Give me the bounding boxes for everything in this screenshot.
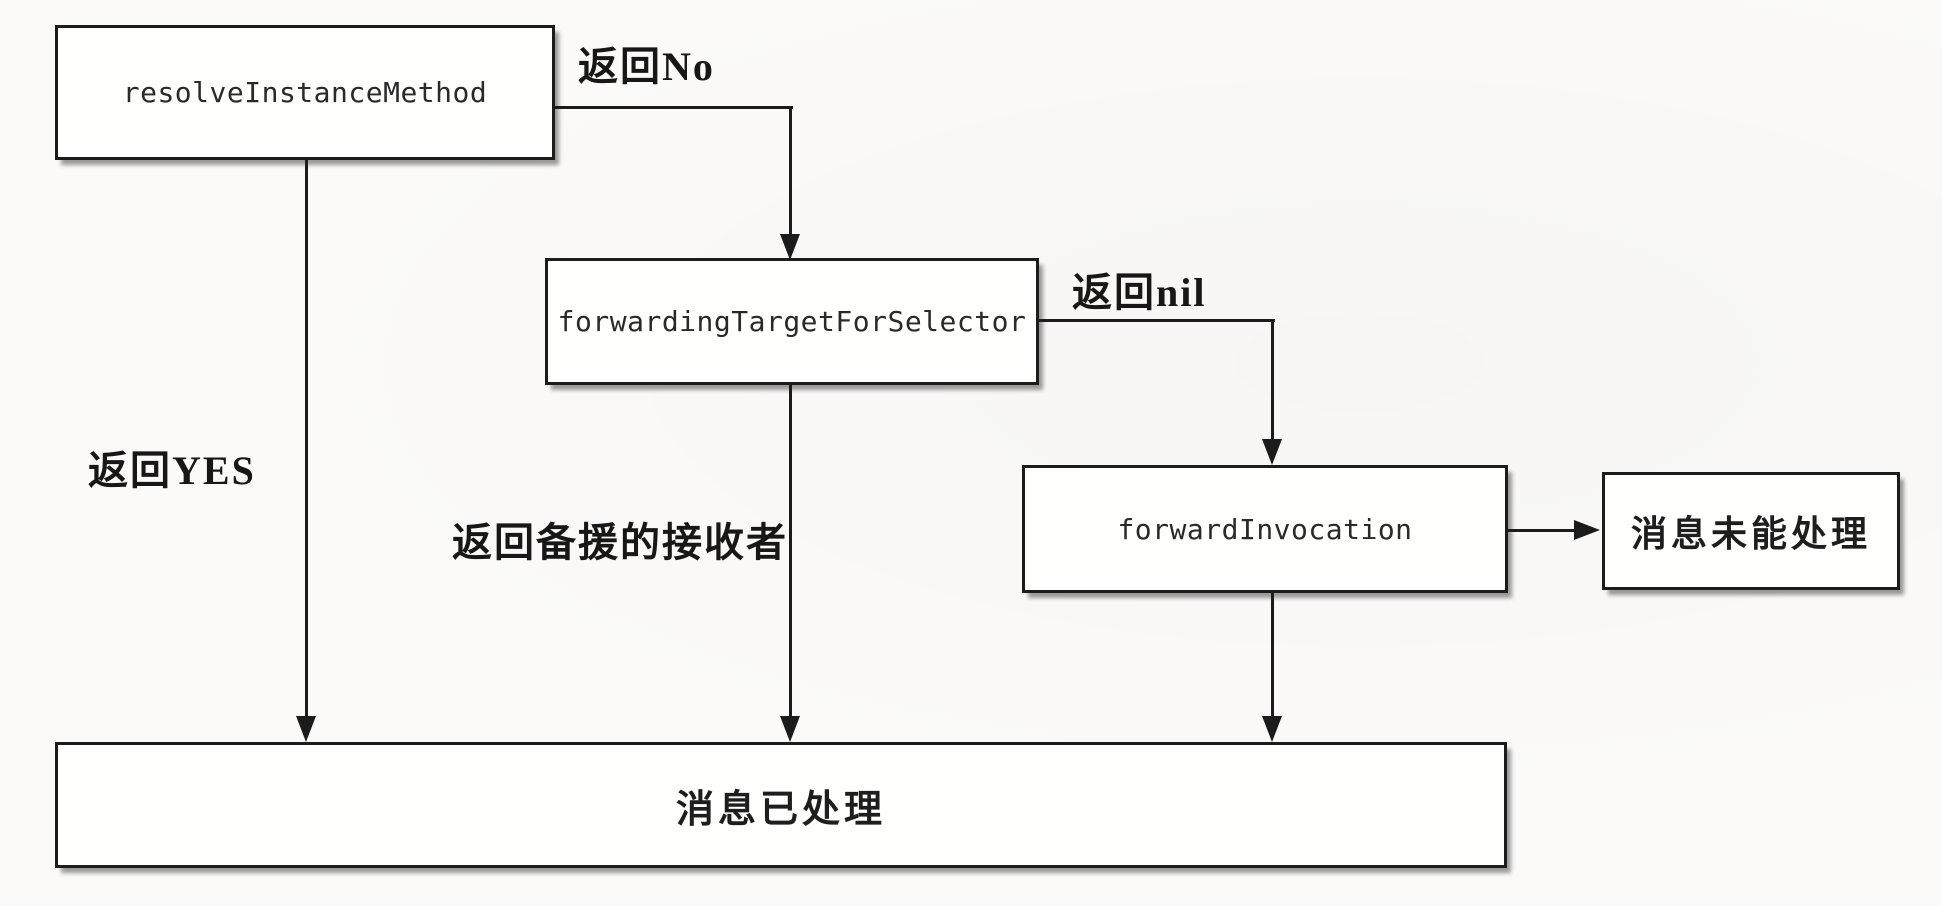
edge-return-yes-arrowhead-icon bbox=[296, 716, 316, 742]
edge-return-nil-arrowhead-icon bbox=[1262, 439, 1282, 465]
edge-return-no-vertical-line bbox=[789, 106, 792, 238]
edge-return-nil-horizontal-line bbox=[1037, 319, 1275, 322]
node-message-not-handled-label: 消息未能处理 bbox=[1630, 514, 1871, 554]
node-message-handled: 消息已处理 bbox=[55, 742, 1507, 868]
edge-label-return-nil: 返回nil bbox=[1072, 270, 1207, 315]
node-resolve-instance-method-label: resolveInstanceMethod bbox=[122, 76, 488, 109]
edge-forward-invocation-down-arrowhead-icon bbox=[1262, 716, 1282, 742]
node-message-handled-label: 消息已处理 bbox=[675, 788, 886, 831]
edge-label-return-yes: 返回YES bbox=[88, 448, 256, 493]
node-forward-invocation: forwardInvocation bbox=[1022, 465, 1508, 593]
edge-return-yes-vertical-line bbox=[305, 160, 308, 718]
node-message-not-handled: 消息未能处理 bbox=[1602, 472, 1900, 590]
node-forwarding-target-for-selector-label: forwardingTargetForSelector bbox=[557, 305, 1027, 338]
edge-return-backup-arrowhead-icon bbox=[780, 716, 800, 742]
edge-return-backup-vertical-line bbox=[789, 385, 792, 718]
edge-not-handled-horizontal-line bbox=[1508, 529, 1578, 532]
node-forward-invocation-label: forwardInvocation bbox=[1117, 512, 1413, 546]
node-resolve-instance-method: resolveInstanceMethod bbox=[55, 25, 555, 160]
edge-label-return-no: 返回No bbox=[578, 44, 715, 89]
edge-not-handled-arrowhead-icon bbox=[1574, 520, 1600, 540]
edge-return-no-arrowhead-icon bbox=[780, 234, 800, 260]
edge-return-no-horizontal-line bbox=[555, 106, 793, 109]
edge-return-nil-vertical-line bbox=[1271, 319, 1274, 441]
edge-forward-invocation-down-line bbox=[1271, 593, 1274, 718]
node-forwarding-target-for-selector: forwardingTargetForSelector bbox=[545, 258, 1039, 385]
edge-label-return-backup-receiver: 返回备援的接收者 bbox=[452, 520, 788, 565]
